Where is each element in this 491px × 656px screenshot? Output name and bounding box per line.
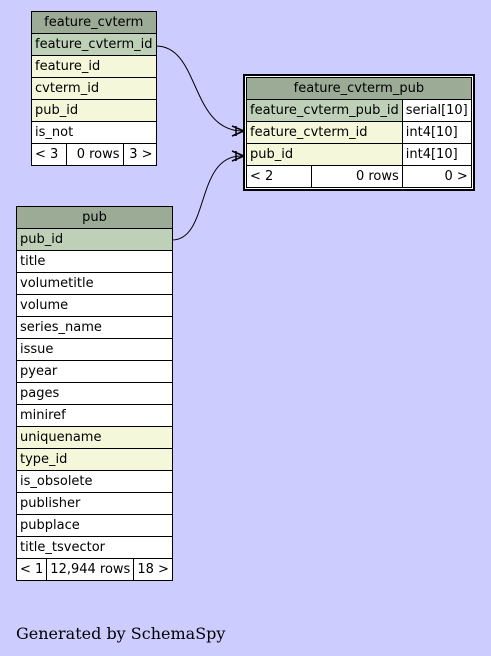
column-type: serial[10]: [401, 99, 472, 122]
column-row: pyear: [16, 360, 173, 383]
table-title[interactable]: pub: [16, 206, 173, 229]
children-count[interactable]: 3 >: [122, 143, 157, 166]
column-row: is_not: [31, 121, 157, 144]
column-row: is_obsolete: [16, 470, 173, 493]
table-feature-cvterm-pub[interactable]: feature_cvterm_pub feature_cvterm_pub_id…: [246, 77, 472, 188]
table-pub[interactable]: pub pub_id title volumetitle volume seri…: [15, 206, 173, 581]
row-count: 0 rows: [66, 143, 124, 166]
table-feature-cvterm[interactable]: feature_cvterm feature_cvterm_id feature…: [31, 11, 157, 166]
row-count: 12,944 rows: [46, 558, 135, 581]
column-row: miniref: [16, 404, 173, 427]
column-row: feature_id: [31, 55, 157, 78]
column-row: volume: [16, 294, 173, 317]
column-name: feature_cvterm_pub_id: [246, 99, 403, 122]
column-row: issue: [16, 338, 173, 361]
column-row: publisher: [16, 492, 173, 515]
column-row: pub_id: [16, 228, 173, 251]
children-count[interactable]: 0 >: [401, 165, 472, 188]
column-type: int4[10]: [401, 121, 472, 144]
parents-count[interactable]: < 3: [31, 143, 67, 166]
table-title[interactable]: feature_cvterm_pub: [246, 77, 472, 100]
column-type: int4[10]: [401, 143, 472, 166]
parents-count[interactable]: < 1: [15, 558, 48, 581]
column-row: series_name: [16, 316, 173, 339]
column-name: pub_id: [246, 143, 403, 166]
column-name: feature_cvterm_id: [246, 121, 403, 144]
column-row: volumetitle: [16, 272, 173, 295]
column-row: uniquename: [16, 426, 173, 449]
generated-by-credit: Generated by SchemaSpy: [16, 624, 226, 643]
column-row: feature_cvterm_id: [31, 33, 157, 56]
table-title[interactable]: feature_cvterm: [31, 11, 157, 34]
column-row: cvterm_id: [31, 77, 157, 100]
table-feature-cvterm-pub-frame: feature_cvterm_pub feature_cvterm_pub_id…: [243, 74, 475, 191]
column-row: title_tsvector: [16, 536, 173, 559]
column-row: title: [16, 250, 173, 273]
column-row: pages: [16, 382, 173, 405]
column-row: type_id: [16, 448, 173, 471]
column-row: pubplace: [16, 514, 173, 537]
parents-count[interactable]: < 2: [246, 165, 312, 188]
link-feature-cvterm-id: [155, 45, 243, 132]
column-row: pub_id: [31, 99, 157, 122]
link-pub-id: [171, 155, 243, 241]
children-count[interactable]: 18 >: [133, 558, 173, 581]
row-count: 0 rows: [311, 165, 403, 188]
